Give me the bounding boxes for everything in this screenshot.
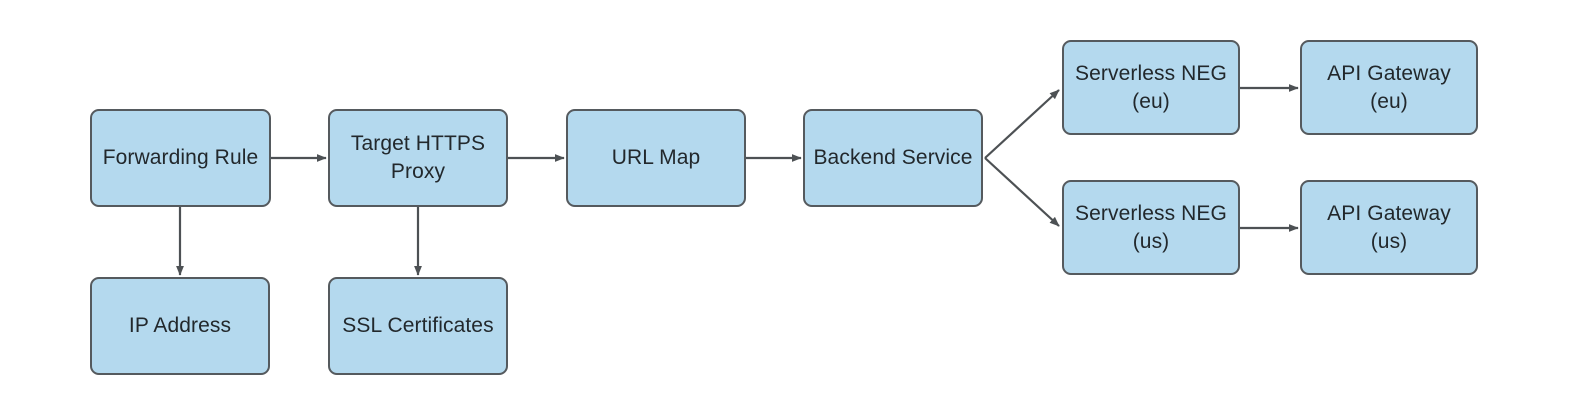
- node-api-gateway-us[interactable]: API Gateway (us): [1300, 180, 1478, 275]
- node-label: API Gateway (us): [1327, 201, 1451, 253]
- node-url-map[interactable]: URL Map: [566, 109, 746, 207]
- node-label: URL Map: [611, 146, 701, 170]
- edge-backend-service-to-serverless-neg-us: [984, 157, 1060, 227]
- node-serverless-neg-eu[interactable]: Serverless NEG (eu): [1062, 40, 1240, 135]
- node-label: Serverless NEG (us): [1075, 201, 1227, 253]
- edge-backend-service-to-serverless-neg-eu: [984, 89, 1060, 159]
- node-ip-address[interactable]: IP Address: [90, 277, 270, 375]
- node-label: API Gateway (eu): [1327, 61, 1451, 113]
- node-forwarding-rule[interactable]: Forwarding Rule: [90, 109, 271, 207]
- node-label: Target HTTPS Proxy: [350, 132, 486, 183]
- node-serverless-neg-us[interactable]: Serverless NEG (us): [1062, 180, 1240, 275]
- node-target-https-proxy[interactable]: Target HTTPS Proxy: [328, 109, 508, 207]
- node-label: IP Address: [128, 314, 232, 338]
- node-ssl-certificates[interactable]: SSL Certificates: [328, 277, 508, 375]
- node-label: Serverless NEG (eu): [1075, 61, 1227, 113]
- node-label: Forwarding Rule: [102, 146, 259, 170]
- node-label: Backend Service: [813, 146, 973, 170]
- node-backend-service[interactable]: Backend Service: [803, 109, 983, 207]
- node-api-gateway-eu[interactable]: API Gateway (eu): [1300, 40, 1478, 135]
- node-label: SSL Certificates: [342, 314, 494, 338]
